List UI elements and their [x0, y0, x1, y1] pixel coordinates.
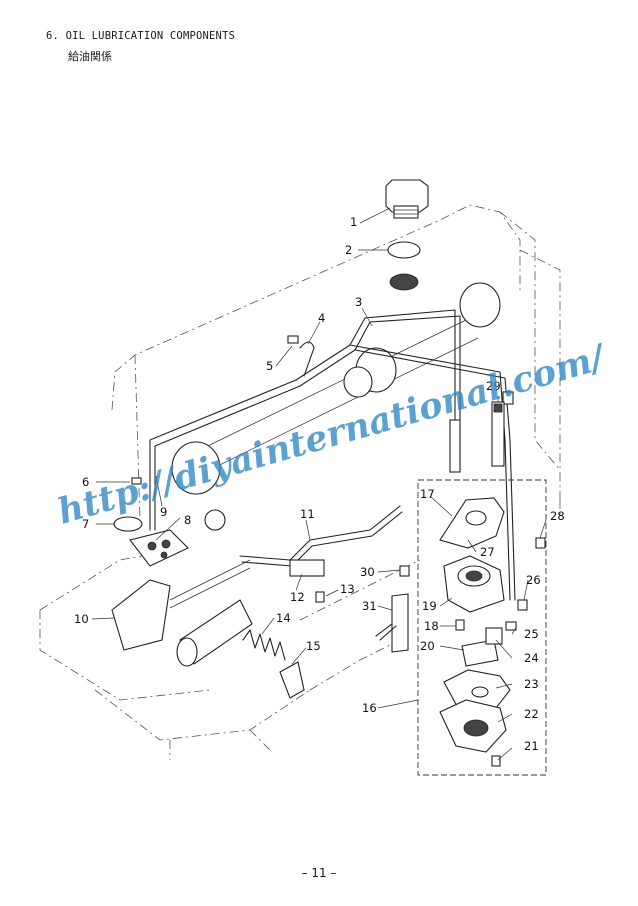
callout-30: 30	[360, 565, 375, 579]
callout-15: 15	[306, 639, 321, 653]
callout-13: 13	[340, 582, 355, 596]
callout-labels: 1 2 3 4 5 6 7 8 9 10 11 12 13 14 15 16 1…	[74, 215, 565, 753]
callout-11: 11	[300, 507, 315, 521]
callout-23: 23	[524, 677, 539, 691]
callout-19: 19	[422, 599, 437, 613]
oil-reservoir-10	[111, 579, 171, 651]
callout-24: 24	[524, 651, 539, 665]
callout-2: 2	[345, 243, 352, 257]
screw-21	[491, 755, 501, 767]
screw-26	[517, 599, 528, 611]
callout-26: 26	[526, 573, 541, 587]
pipe-clip	[299, 341, 315, 377]
plunger-24	[485, 627, 503, 645]
screw-25	[505, 621, 517, 631]
callout-5: 5	[266, 359, 273, 373]
callout-16: 16	[362, 701, 377, 715]
leader-lines	[91, 207, 547, 761]
callout-31: 31	[362, 599, 377, 613]
screw-13	[315, 591, 325, 603]
set-screw-6	[131, 477, 142, 485]
callout-10: 10	[74, 612, 89, 626]
callout-7: 7	[82, 517, 89, 531]
section-title-jp: 給油関係	[68, 50, 112, 63]
callout-8: 8	[184, 513, 191, 527]
pump-rotor-20	[461, 639, 499, 667]
screw-15	[279, 661, 305, 699]
oil-pump-assembly-box	[417, 479, 547, 776]
oil-tube-11	[239, 505, 403, 567]
spring-14	[242, 629, 286, 661]
watermark-url: http://diyainternational.com/	[53, 336, 612, 532]
callout-28: 28	[550, 509, 565, 523]
oil-pipe	[149, 309, 516, 601]
callout-20: 20	[420, 639, 435, 653]
clip-screw	[287, 335, 299, 344]
screw-30	[399, 565, 410, 577]
callout-17: 17	[420, 487, 435, 501]
callout-4: 4	[318, 311, 325, 325]
page-number: – 11 –	[301, 866, 337, 880]
oil-cap-washer	[387, 241, 421, 259]
callout-9: 9	[160, 505, 167, 519]
callout-22: 22	[524, 707, 539, 721]
callout-27: 27	[480, 545, 495, 559]
callout-3: 3	[355, 295, 362, 309]
screw-18	[455, 619, 465, 631]
section-title: 6. OIL LUBRICATION COMPONENTS	[46, 30, 236, 42]
screw-28	[535, 537, 546, 549]
oil-tube-holder-31	[391, 593, 409, 653]
oil-inlet-hole	[389, 273, 419, 291]
arm-shaft	[171, 282, 501, 531]
oil-cap	[385, 179, 429, 219]
callout-29: 29	[486, 379, 501, 393]
callout-14: 14	[276, 611, 291, 625]
callout-18: 18	[424, 619, 439, 633]
callout-25: 25	[524, 627, 539, 641]
tube-holder-12	[289, 559, 325, 577]
oil-guide-plate	[129, 529, 189, 567]
callout-21: 21	[524, 739, 539, 753]
callout-12: 12	[290, 590, 305, 604]
felt-7	[113, 516, 143, 532]
callout-6: 6	[82, 475, 89, 489]
callout-1: 1	[350, 215, 357, 229]
